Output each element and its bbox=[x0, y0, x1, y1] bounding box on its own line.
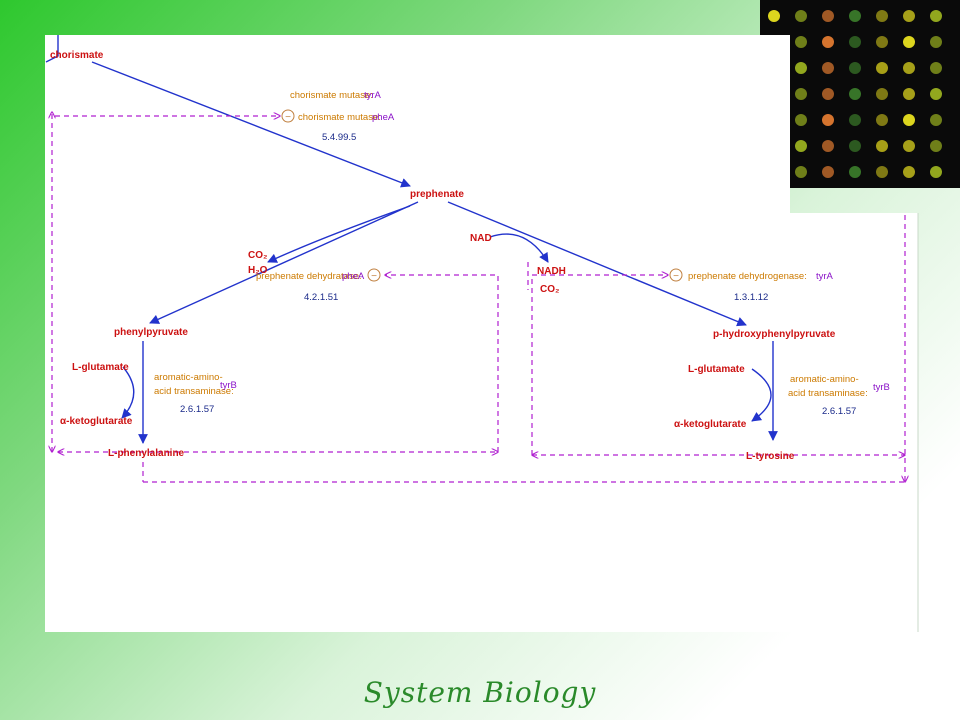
microarray-spot bbox=[876, 88, 888, 100]
gene-tyrB-left: tyrB bbox=[220, 380, 237, 391]
microarray-spot bbox=[930, 62, 942, 74]
ec-chorismate-mutase: 5.4.99.5 bbox=[322, 132, 356, 143]
microarray-spot bbox=[930, 36, 942, 48]
ec-prephenate-dehydrogenase: 1.3.1.12 bbox=[734, 292, 768, 303]
microarray-spot bbox=[822, 166, 834, 178]
arrow-prephenate-phenylpyruvate bbox=[149, 201, 419, 324]
microarray-spot bbox=[876, 36, 888, 48]
arrow-nad-nadh bbox=[489, 233, 549, 263]
metabolite-chorismate: chorismate bbox=[50, 50, 104, 61]
gene-pheA-chorismate: pheA bbox=[372, 112, 395, 123]
microarray-spot bbox=[795, 36, 807, 48]
microarray-spot bbox=[876, 140, 888, 152]
metabolite-co2-left: CO₂ bbox=[248, 250, 267, 261]
arrow-glutamate-ketoglutarate-right bbox=[751, 368, 772, 422]
ec-transaminase-left: 2.6.1.57 bbox=[180, 404, 214, 415]
arrow-chorismate-prephenate bbox=[91, 61, 411, 188]
metabolite-nadh: NADH bbox=[537, 266, 566, 277]
microarray-spot bbox=[795, 10, 807, 22]
microarray-spot bbox=[876, 166, 888, 178]
regulation-to-dehydratase bbox=[385, 275, 499, 452]
metabolite-phenylpyruvate: phenylpyruvate bbox=[114, 327, 188, 338]
entry-arrow bbox=[45, 35, 59, 63]
diagram-panel-main bbox=[45, 35, 790, 632]
inhibition-prephenate-dehydratase: − bbox=[367, 268, 381, 282]
microarray-spot bbox=[849, 36, 861, 48]
microarray-spot bbox=[795, 166, 807, 178]
microarray-spot bbox=[903, 166, 915, 178]
svg-text:−: − bbox=[371, 271, 377, 282]
metabolite-prephenate: prephenate bbox=[410, 189, 464, 200]
gene-pheA-dehydratase: pheA bbox=[342, 271, 365, 282]
enzyme-transaminase-right-line1: aromatic-amino- bbox=[790, 374, 859, 385]
metabolite-l-tyrosine: L-tyrosine bbox=[746, 451, 795, 462]
microarray-spot bbox=[849, 166, 861, 178]
microarray-spot bbox=[795, 140, 807, 152]
microarray-spot bbox=[822, 88, 834, 100]
microarray-spot bbox=[849, 88, 861, 100]
microarray-spot bbox=[876, 10, 888, 22]
microarray-spot bbox=[903, 88, 915, 100]
microarray-spot bbox=[795, 88, 807, 100]
microarray-spot bbox=[930, 114, 942, 126]
microarray-spot bbox=[930, 10, 942, 22]
enzyme-prephenate-dehydrogenase: prephenate dehydrogenase: bbox=[688, 271, 807, 282]
microarray-spot bbox=[795, 114, 807, 126]
inhibition-prephenate-dehydrogenase: − bbox=[669, 268, 683, 282]
microarray-spot bbox=[930, 166, 942, 178]
metabolite-l-phenylalanine: L-phenylalanine bbox=[108, 448, 185, 459]
gene-tyrB-right: tyrB bbox=[873, 382, 890, 393]
microarray-spot bbox=[822, 62, 834, 74]
microarray-spot bbox=[876, 62, 888, 74]
microarray-spot bbox=[849, 62, 861, 74]
svg-text:−: − bbox=[285, 112, 291, 123]
metabolite-nad: NAD bbox=[470, 233, 492, 244]
metabolite-ketoglutarate-right: α-ketoglutarate bbox=[674, 419, 747, 430]
metabolite-l-glutamate-right: L-glutamate bbox=[688, 364, 745, 375]
enzyme-chorismate-mutase-2: chorismate mutase: bbox=[298, 112, 381, 123]
svg-text:−: − bbox=[673, 271, 679, 282]
microarray-spot bbox=[849, 114, 861, 126]
microarray-spot bbox=[903, 140, 915, 152]
microarray-spot bbox=[903, 10, 915, 22]
microarray-spot bbox=[768, 10, 780, 22]
gene-tyrA-chorismate: tyrA bbox=[364, 90, 382, 101]
metabolite-co2-right: CO₂ bbox=[540, 284, 559, 295]
metabolite-p-hydroxyphenylpyruvate: p-hydroxyphenylpyruvate bbox=[713, 329, 836, 340]
diagram-panel-right bbox=[790, 213, 918, 632]
arrow-co2-h2o-release bbox=[267, 205, 411, 263]
metabolite-ketoglutarate-left: α-ketoglutarate bbox=[60, 416, 133, 427]
arrow-prephenate-hydroxyphenylpyruvate bbox=[447, 201, 747, 327]
microarray-spot bbox=[849, 10, 861, 22]
enzyme-transaminase-right-line2: acid transaminase: bbox=[788, 388, 868, 399]
microarray-spot bbox=[822, 140, 834, 152]
ec-prephenate-dehydratase: 4.2.1.51 bbox=[304, 292, 338, 303]
gene-tyrA-dehydrogenase: tyrA bbox=[816, 271, 834, 282]
enzyme-transaminase-left-line1: aromatic-amino- bbox=[154, 372, 223, 383]
inhibition-chorismate-mutase: − bbox=[281, 109, 295, 123]
microarray-spot bbox=[903, 62, 915, 74]
microarray-spot bbox=[876, 114, 888, 126]
enzyme-transaminase-left-line2: acid transaminase: bbox=[154, 386, 234, 397]
microarray-spot bbox=[822, 36, 834, 48]
regulation-to-dehydrogenase bbox=[531, 275, 668, 455]
microarray-spot bbox=[822, 10, 834, 22]
metabolite-h2o-left: H₂O bbox=[248, 265, 268, 276]
microarray-spot bbox=[930, 140, 942, 152]
metabolite-l-glutamate-left: L-glutamate bbox=[72, 362, 129, 373]
microarray-spot bbox=[849, 140, 861, 152]
microarray-spot bbox=[930, 88, 942, 100]
slide-title: System Biology bbox=[363, 676, 597, 709]
microarray-spot bbox=[822, 114, 834, 126]
ec-transaminase-right: 2.6.1.57 bbox=[822, 406, 856, 417]
microarray-spot bbox=[903, 114, 915, 126]
enzyme-chorismate-mutase-1: chorismate mutase: bbox=[290, 90, 373, 101]
microarray-spot bbox=[903, 36, 915, 48]
enzyme-prephenate-dehydratase: prephenate dehydratase: bbox=[256, 271, 362, 282]
arrow-glutamate-ketoglutarate-left bbox=[121, 366, 135, 419]
microarray-spot bbox=[795, 62, 807, 74]
